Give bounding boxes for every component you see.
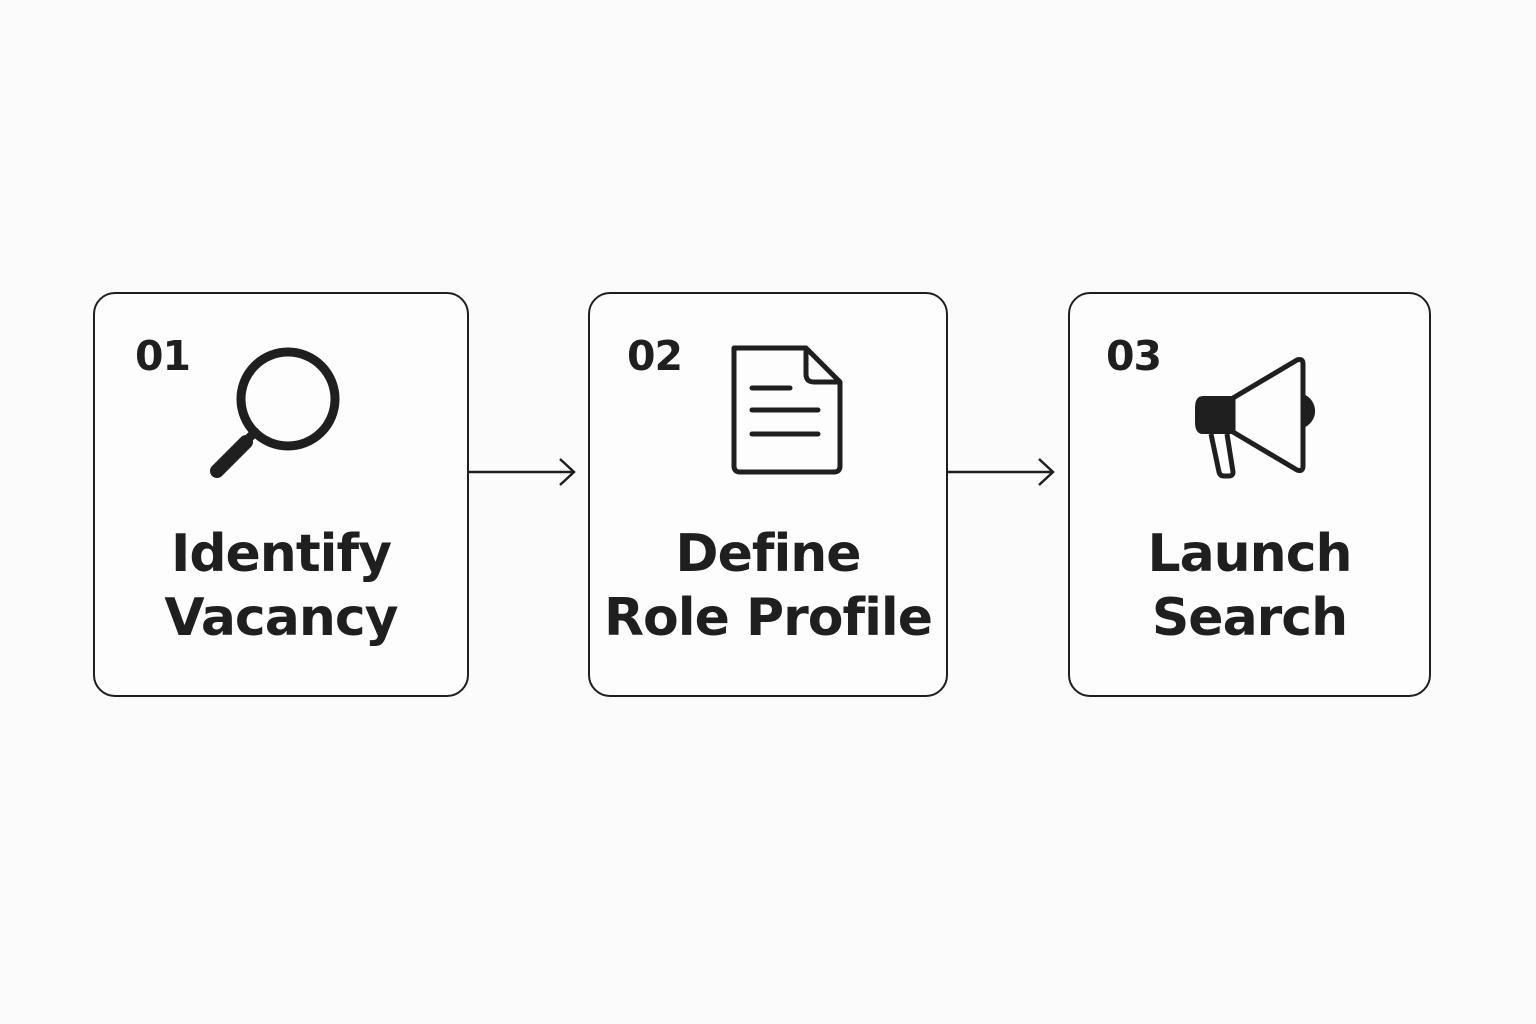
step-number: 02 [627,332,683,380]
step-card-launch-search: 03 Launch Search [1068,292,1431,697]
step-title: Identify Vacancy [95,522,467,650]
step-title: Define Role Profile [590,522,946,650]
step-number: 03 [1106,332,1162,380]
step-title-line-2: Role Profile [604,588,933,648]
arrow-right-icon [947,456,1059,492]
step-title-line-2: Search [1151,588,1348,648]
megaphone-icon [1191,342,1331,482]
step-number: 01 [135,332,191,380]
step-title-line-1: Define [675,524,861,584]
step-title: Launch Search [1070,522,1429,650]
arrow-right-icon [468,456,580,492]
step-title-line-1: Identify [170,524,392,584]
step-title-line-2: Vacancy [164,588,398,648]
document-icon [726,342,846,482]
step-card-identify-vacancy: 01 Identify Vacancy [93,292,469,697]
magnifying-glass-icon [207,342,347,482]
step-card-define-role-profile: 02 Define Role Profile [588,292,948,697]
step-title-line-1: Launch [1147,524,1352,584]
